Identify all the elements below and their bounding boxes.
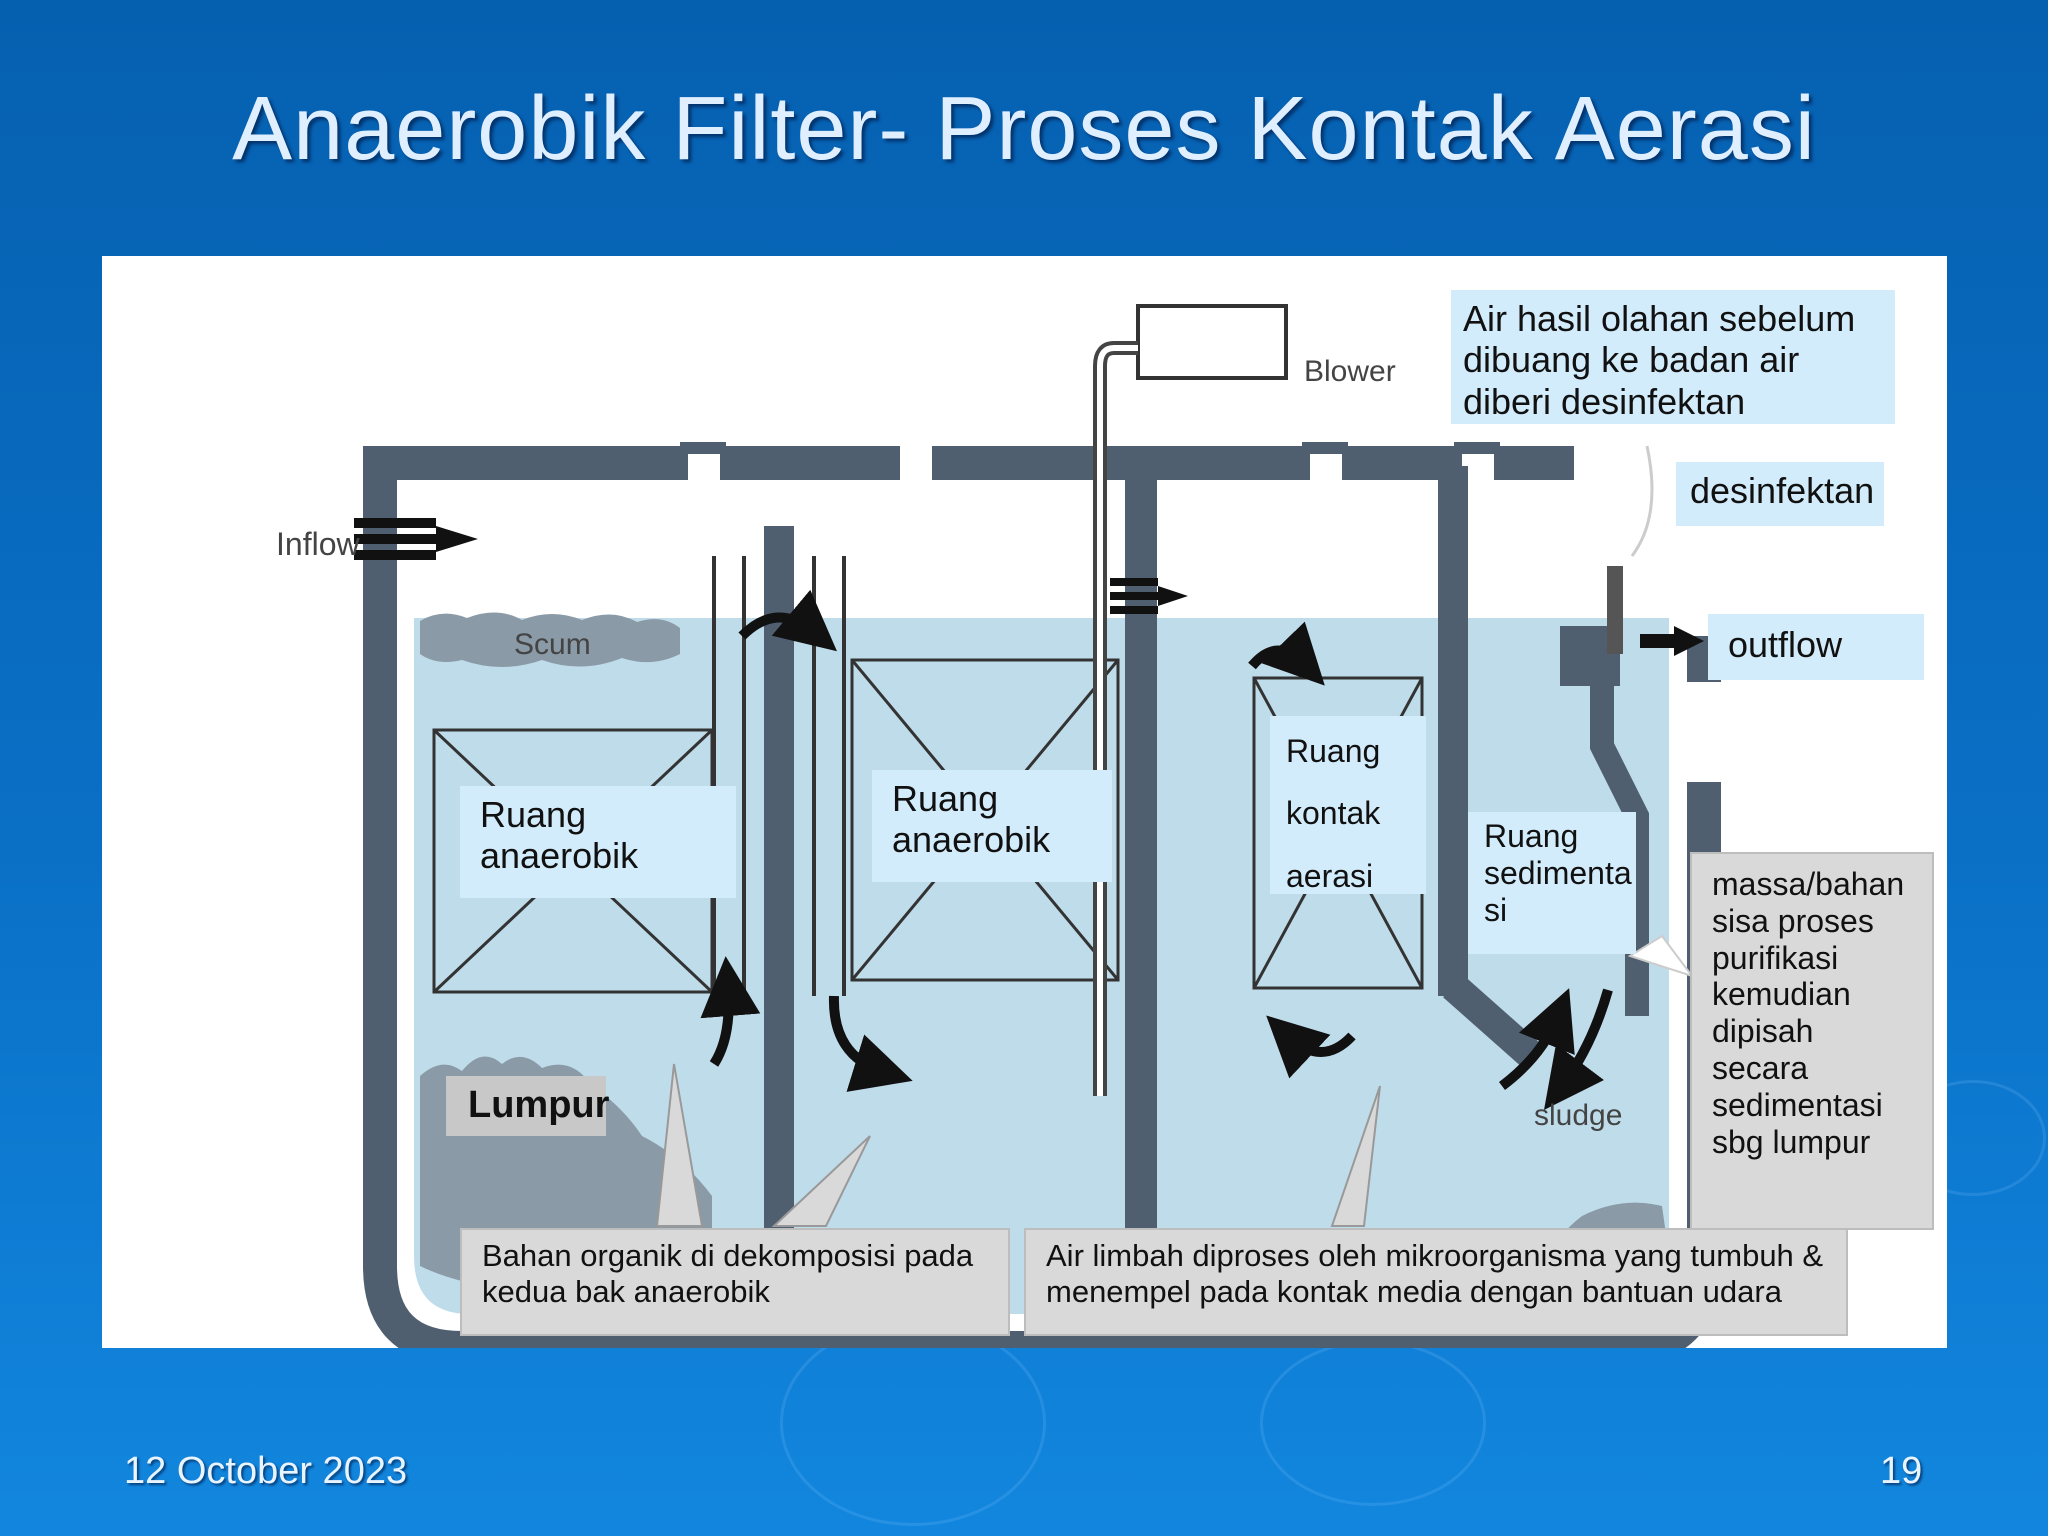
- outflow-arrow: [1640, 626, 1704, 656]
- flow-arrow: [738, 589, 838, 652]
- flow-arrow: [1266, 1015, 1356, 1079]
- aeration-contact-line: Ruang: [1286, 733, 1381, 769]
- sedimentation-chamber-label: Ruang sedimenta si: [1468, 812, 1636, 954]
- scum-label: Scum: [514, 628, 591, 661]
- flow-arrow: [1498, 988, 1575, 1090]
- callout-pointer: [655, 1063, 704, 1227]
- transfer-pipe: [1110, 578, 1188, 614]
- aeration-contact-line: aerasi: [1286, 857, 1374, 894]
- sedimentation-baffle: [1443, 974, 1542, 1068]
- flow-arrow: [1248, 621, 1325, 686]
- inflow-pipe: [354, 518, 478, 560]
- flow-arrow: [828, 995, 913, 1092]
- flow-arrow: [1544, 988, 1613, 1111]
- diagram-panel: Inflow Scum Blower sludge Air hasil olah…: [102, 256, 1947, 1348]
- callout-pointer: [1630, 445, 1654, 557]
- manhole-cover: [1302, 442, 1348, 454]
- outflow-mask: [1672, 682, 1832, 782]
- scum-layer: [420, 612, 680, 667]
- partition-wall: [1438, 466, 1468, 996]
- partition-wall: [764, 526, 794, 1334]
- tank-top-slab: [720, 446, 900, 480]
- background-ripple: [1260, 1340, 1486, 1506]
- tank-top-slab: [380, 446, 688, 480]
- aeration-contact-label: Ruang kontak aerasi: [1270, 716, 1426, 894]
- disinfection-note: Air hasil olahan sebelum dibuang ke bada…: [1451, 290, 1895, 424]
- manhole-cover: [1454, 442, 1500, 454]
- sludge-label: Lumpur: [446, 1076, 609, 1136]
- tank-top-slab: [1494, 446, 1574, 480]
- slide-number: 19: [1880, 1450, 1923, 1492]
- flow-arrow: [700, 956, 761, 1067]
- callout-pointer: [1627, 934, 1695, 978]
- sludge-image-label: sludge: [1534, 1099, 1623, 1132]
- aeration-process-note: Air limbah diproses oleh mikroorganisma …: [1024, 1228, 1848, 1336]
- background-ripple: [780, 1320, 1046, 1526]
- tank-top-slab: [932, 446, 1310, 480]
- callout-pointer: [1330, 1085, 1381, 1227]
- disinfectant-coil: [1607, 566, 1623, 654]
- air-space: [414, 486, 1669, 618]
- slide-title: Anaerobik Filter- Proses Kontak Aerasi: [232, 79, 1816, 179]
- organic-decomposition-note: Bahan organik di dekomposisi pada kedua …: [460, 1228, 1010, 1336]
- anaerobic-chamber-1-label: Ruang anaerobik: [460, 786, 736, 898]
- blower-unit: [1136, 304, 1288, 380]
- inflow-label: Inflow: [276, 526, 360, 562]
- manhole-cover: [680, 442, 726, 454]
- callout-pointer: [771, 1135, 871, 1227]
- residue-note: massa/bahan sisa proses purifikasi kemud…: [1690, 852, 1934, 1230]
- blower-label: Blower: [1304, 355, 1396, 388]
- anaerobic-chamber-2-label: Ruang anaerobik: [872, 770, 1112, 882]
- slide-date: 12 October 2023: [124, 1450, 408, 1492]
- aeration-contact-line: kontak: [1286, 795, 1381, 832]
- disinfectant-label: desinfektan: [1676, 462, 1884, 526]
- outflow-label: outflow: [1708, 614, 1924, 680]
